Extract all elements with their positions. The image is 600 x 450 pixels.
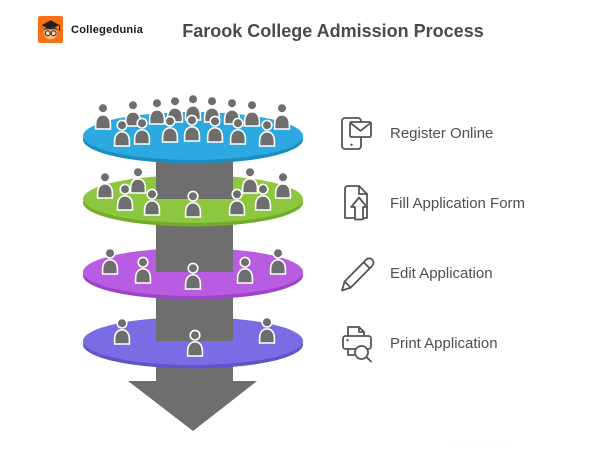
step-edit-application: Edit Application xyxy=(337,251,525,295)
watermark: ··········· xyxy=(448,436,511,445)
collegedunia-logo-icon xyxy=(38,16,63,43)
admission-funnel-diagram xyxy=(83,93,303,431)
mobile-mail-icon xyxy=(337,111,377,155)
printer-search-icon xyxy=(337,321,377,365)
document-upload-icon xyxy=(337,181,377,225)
brand-name: Collegedunia xyxy=(71,23,144,36)
brand-header: Collegedunia xyxy=(38,16,143,43)
step-label: Fill Application Form xyxy=(390,194,526,212)
step-fill-application-form: Fill Application Form xyxy=(337,181,525,225)
step-print-application: Print Application xyxy=(337,321,525,365)
step-register-online: Register Online xyxy=(337,111,525,155)
pencil-icon xyxy=(337,251,377,295)
steps-list: Register Online Fill Application Form xyxy=(337,111,525,365)
page-title: Farook College Admission Process xyxy=(182,21,484,41)
step-label: Edit Application xyxy=(390,264,493,282)
step-label: Print Application xyxy=(390,334,498,352)
step-label: Register Online xyxy=(390,124,494,142)
